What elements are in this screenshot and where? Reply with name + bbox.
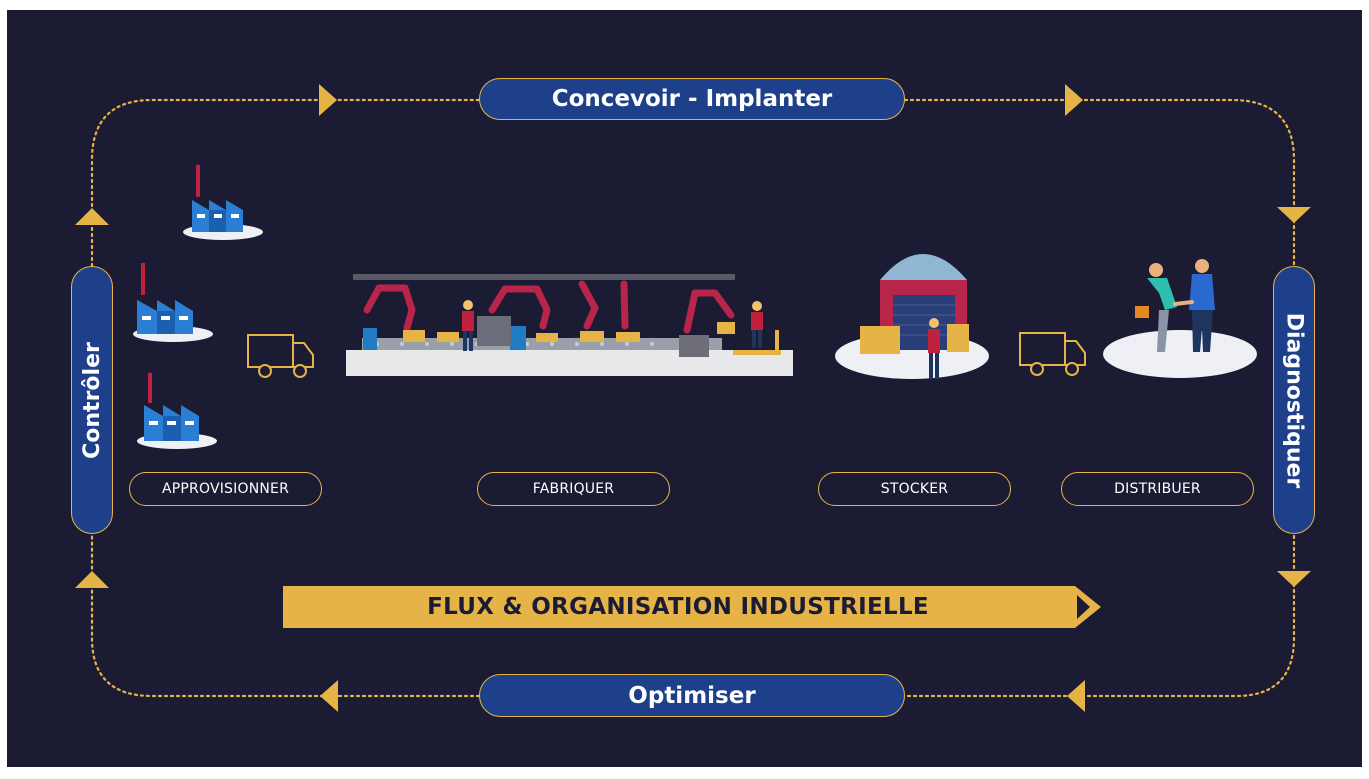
arrow-left-icon — [320, 680, 338, 712]
stage-label-fabriquer: FABRIQUER — [477, 472, 670, 506]
arrow-up-icon — [75, 571, 109, 588]
handshake-illustration — [1103, 259, 1257, 378]
worker-icon — [462, 300, 474, 351]
factory-icon — [133, 263, 213, 342]
cycle-arrows — [75, 84, 1311, 712]
banner-title: FLUX & ORGANISATION INDUSTRIELLE — [427, 594, 929, 620]
arrow-right-icon — [1065, 84, 1083, 116]
cycle-step-top-label: Concevoir - Implanter — [551, 86, 833, 112]
cycle-step-left: Contrôler — [71, 266, 113, 534]
truck-icon — [247, 334, 314, 378]
stage-label-distribuer: DISTRIBUER — [1061, 472, 1254, 506]
worker-icon — [928, 318, 940, 379]
factory-icon — [137, 373, 217, 449]
arrow-right-icon — [319, 84, 337, 116]
cycle-step-top: Concevoir - Implanter — [479, 78, 905, 120]
factory-icon — [183, 165, 263, 240]
arrow-down-icon — [1277, 571, 1311, 587]
stage-label-stocker: STOCKER — [818, 472, 1011, 506]
production-line-illustration — [346, 274, 793, 376]
cycle-path — [90, 98, 1296, 698]
diagram-artwork — [75, 84, 1311, 712]
cycle-step-right-label: Diagnostiquer — [1281, 312, 1307, 488]
cycle-step-left-label: Contrôler — [79, 341, 105, 459]
cycle-step-right: Diagnostiquer — [1273, 266, 1315, 534]
stage-label-approvisionner: APPROVISIONNER — [129, 472, 322, 506]
truck-icon — [1019, 332, 1086, 376]
worker-icon — [751, 301, 763, 348]
warehouse-illustration — [835, 254, 989, 379]
arrow-down-icon — [1277, 207, 1311, 223]
diagram-canvas: Concevoir - Implanter Optimiser Contrôle… — [7, 10, 1362, 767]
cycle-step-bottom: Optimiser — [479, 674, 905, 717]
arrow-up-icon — [75, 208, 109, 225]
banner-arrow — [283, 586, 1101, 628]
cycle-step-bottom-label: Optimiser — [628, 682, 756, 709]
arrow-left-icon — [1067, 680, 1085, 712]
